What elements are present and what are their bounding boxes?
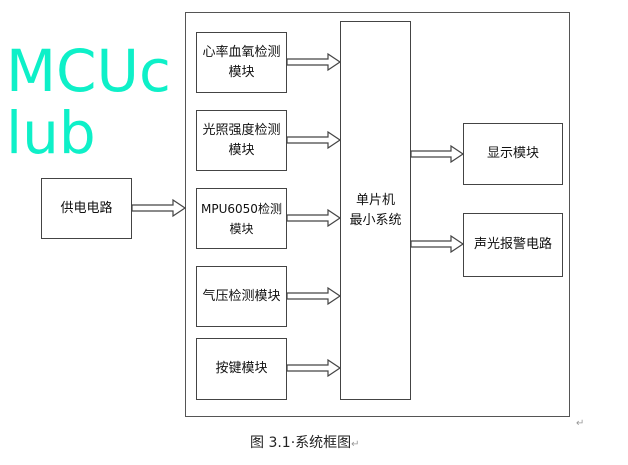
- output-label: 声光报警电路: [473, 237, 552, 252]
- module-keys: 按键模块: [196, 338, 287, 400]
- return-mark: ↵: [351, 439, 360, 450]
- module-label: 按键模块: [215, 361, 268, 376]
- module-label: MPU6050检测模块: [201, 201, 282, 236]
- mcu-box: 单片机 最小系统: [340, 21, 411, 400]
- arrow: [286, 286, 342, 306]
- system-boundary: [185, 12, 570, 417]
- arrow: [286, 130, 342, 150]
- power-label: 供电电路: [60, 200, 113, 216]
- figure-caption: 图 3.1·系统框图↵: [250, 432, 360, 452]
- mcu-label-1: 单片机: [355, 192, 395, 208]
- module-mpu6050: MPU6050检测模块: [196, 188, 287, 249]
- display-module: 显示模块: [463, 123, 563, 185]
- module-heart-rate: 心率血氧检测模块: [196, 32, 287, 93]
- caption-text: 图 3.1·系统框图: [250, 435, 352, 451]
- module-label: 心率血氧检测模块: [202, 44, 281, 80]
- watermark-logo: MCUclub: [6, 37, 171, 167]
- power-circuit-box: 供电电路: [41, 178, 132, 239]
- mcu-label-2: 最小系统: [349, 212, 402, 228]
- module-light: 光照强度检测模块: [196, 110, 287, 171]
- arrow: [286, 208, 342, 228]
- paragraph-mark: ↵: [576, 418, 585, 429]
- alarm-circuit: 声光报警电路: [463, 213, 563, 277]
- module-label: 气压检测模块: [202, 288, 281, 304]
- module-pressure: 气压检测模块: [196, 266, 287, 327]
- module-label: 光照强度检测模块: [202, 122, 281, 158]
- arrow: [286, 52, 342, 72]
- output-label: 显示模块: [486, 146, 539, 161]
- arrow: [410, 144, 465, 164]
- arrow: [131, 198, 187, 218]
- arrow: [410, 234, 465, 254]
- arrow: [286, 358, 342, 378]
